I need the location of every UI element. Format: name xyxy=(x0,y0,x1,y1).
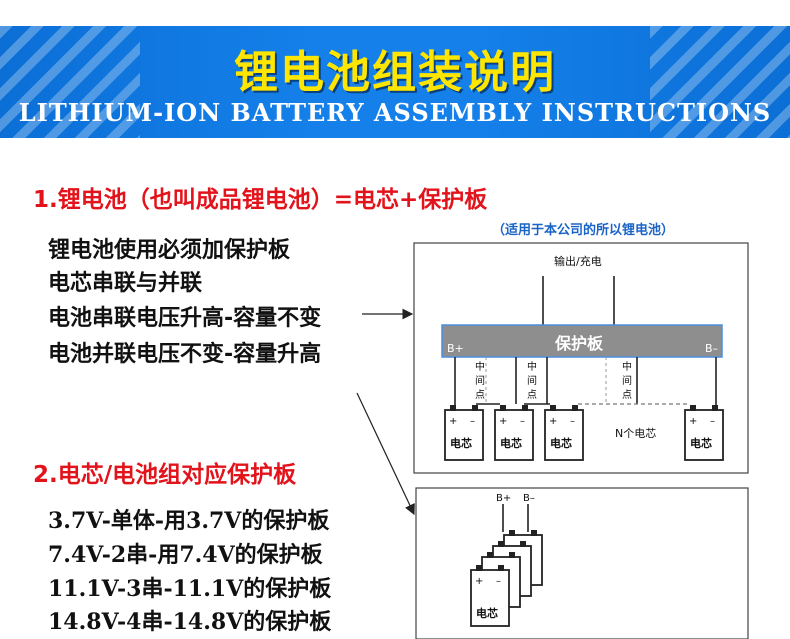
cell-n-minus: – xyxy=(710,416,715,427)
board-b-plus-label: B+ xyxy=(447,342,464,355)
cell-n-label: 电芯 xyxy=(690,436,712,450)
pack-cell-front: + – 电芯 xyxy=(470,565,510,627)
pack-b-plus-label: B+ xyxy=(496,493,511,504)
cell-n-plus: + xyxy=(689,416,697,427)
pack-diagram-frame xyxy=(415,487,749,639)
banner-title: 锂电池组装说明 xyxy=(234,47,556,98)
banner-stripes-left xyxy=(0,26,140,138)
cell-3-minus: – xyxy=(570,416,575,427)
midpoint-2-char-2: 间 xyxy=(527,374,537,387)
cell-3-label: 电芯 xyxy=(550,436,572,450)
cell-2-minus: – xyxy=(520,416,525,427)
pack-diagram: B+ B– + – 电芯 xyxy=(415,487,749,639)
section1-line-4: 电池并联电压不变-容量升高 xyxy=(48,342,322,367)
protection-board-label: 保护板 xyxy=(554,334,604,353)
output-charge-label: 输出/充电 xyxy=(554,254,602,268)
midpoint-3-char-3: 点 xyxy=(622,389,632,401)
banner-subtitle: LITHIUM-ION BATTERY ASSEMBLY INSTRUCTION… xyxy=(18,98,772,127)
section2-line-3: 11.1V-3串-11.1V的保护板 xyxy=(48,576,332,602)
pack-cell-plus: + xyxy=(475,576,483,587)
section2-line-1: 3.7V-单体-用3.7V的保护板 xyxy=(48,508,330,534)
midpoint-1-char-1: 中 xyxy=(475,360,485,373)
banner-stripes-right xyxy=(650,26,790,138)
cell-1-plus: + xyxy=(449,416,457,427)
cell-2-plus: + xyxy=(499,416,507,427)
cell-1: + – 电芯 xyxy=(444,405,484,461)
section1-line-1: 锂电池使用必须加保护板 xyxy=(48,238,291,263)
cell-3: + – 电芯 xyxy=(544,405,584,461)
midpoint-2-char-1: 中 xyxy=(527,360,537,373)
board-b-minus-label: B– xyxy=(705,342,718,355)
section1-heading: 1.锂电池（也叫成品锂电池）=电芯+保护板 xyxy=(33,187,488,213)
cell-n: + – 电芯 xyxy=(684,405,724,461)
cell-2: + – 电芯 xyxy=(494,405,534,461)
cell-2-label: 电芯 xyxy=(500,436,522,450)
protection-board xyxy=(441,324,723,358)
midpoint-2-char-3: 点 xyxy=(527,389,537,401)
arrow-to-diagram2 xyxy=(356,392,415,516)
midpoint-3-char-2: 间 xyxy=(622,374,632,387)
pack-cell-minus: – xyxy=(496,576,501,587)
n-cells-label: N个电芯 xyxy=(615,426,656,440)
cell-1-label: 电芯 xyxy=(450,436,472,450)
section2-heading: 2.电芯/电池组对应保护板 xyxy=(33,462,297,488)
section1-line-2: 电芯串联与并联 xyxy=(48,271,203,296)
pack-b-minus-label: B– xyxy=(523,493,535,504)
midpoint-1-char-3: 点 xyxy=(475,389,485,401)
section2-line-2: 7.4V-2串-用7.4V的保护板 xyxy=(48,542,323,568)
section1-line-3: 电池串联电压升高-容量不变 xyxy=(48,306,322,331)
section2-line-4: 14.8V-4串-14.8V的保护板 xyxy=(48,609,332,635)
header-banner: 锂电池组装说明 LITHIUM-ION BATTERY ASSEMBLY INS… xyxy=(0,26,790,138)
pack-cell-label: 电芯 xyxy=(476,606,498,620)
series-diagram: 输出/充电 P+ P– 保护板 B+ B– 中 间 点 中 间 点 中 间 点 xyxy=(413,242,749,474)
section1-note: （适用于本公司的所以锂电池） xyxy=(492,223,675,238)
cell-3-plus: + xyxy=(549,416,557,427)
midpoint-3-char-1: 中 xyxy=(622,360,632,373)
cell-1-minus: – xyxy=(470,416,475,427)
midpoint-1-char-2: 间 xyxy=(475,374,485,387)
